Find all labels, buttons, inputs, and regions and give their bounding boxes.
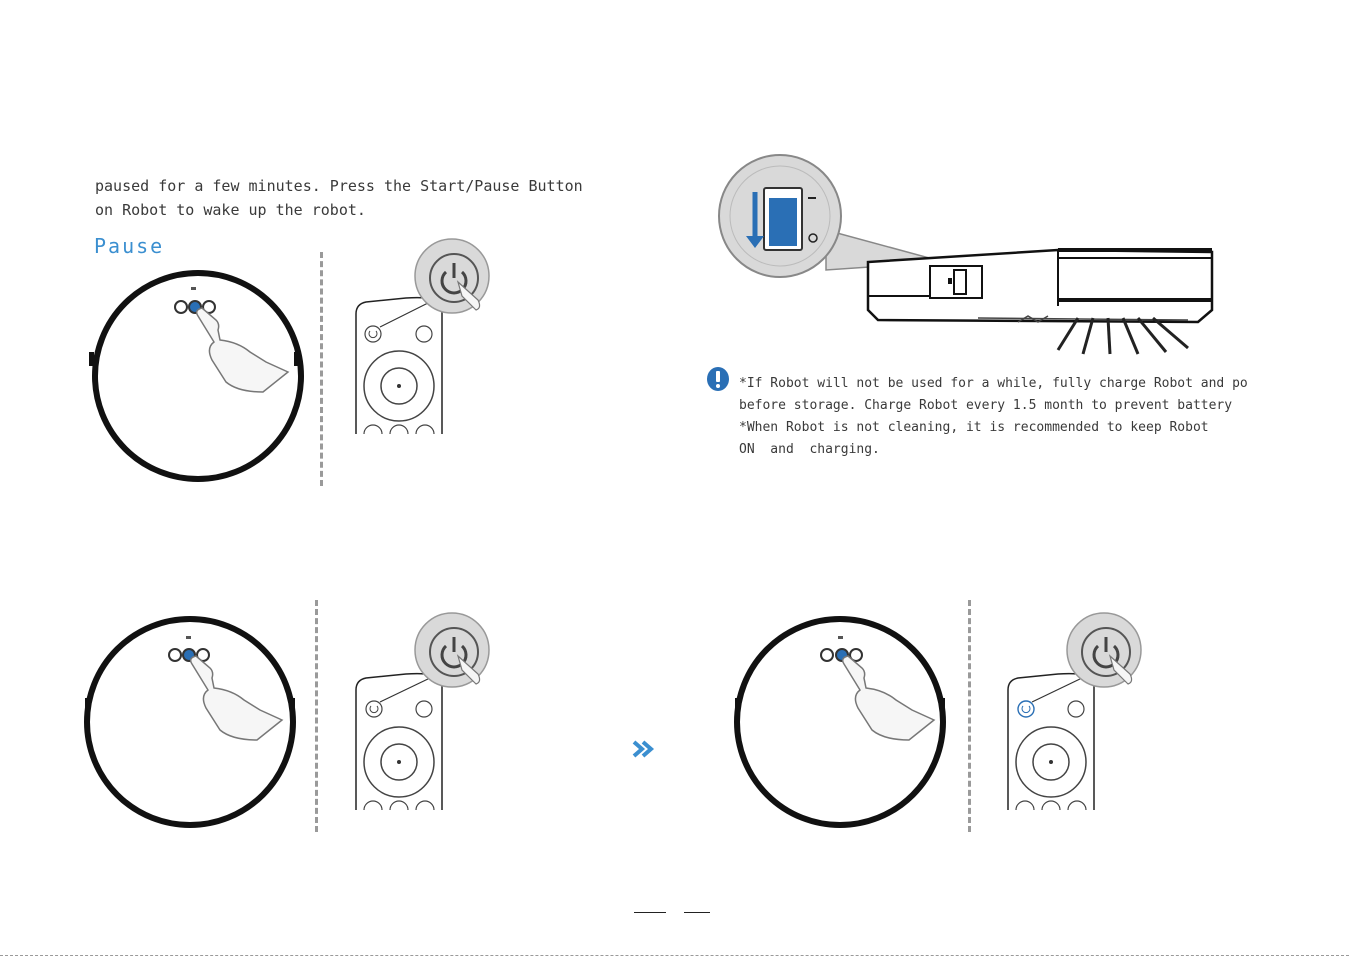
intro-line-1: paused for a few minutes. Press the Star…	[95, 177, 583, 195]
section-divider	[320, 252, 323, 486]
pause-heading: Pause	[94, 234, 165, 258]
intro-line-2: on Robot to wake up the robot.	[95, 201, 366, 219]
note-line-3: *When Robot is not cleaning, it is recom…	[739, 420, 1209, 435]
section-divider-3	[968, 600, 971, 832]
page-edge-line	[0, 955, 1349, 956]
robot-top-view-illustration-3	[734, 616, 946, 828]
robot-top-view-illustration-2	[84, 616, 296, 828]
note-line-1: *If Robot will not be used for a while, …	[739, 376, 1248, 391]
info-exclamation-icon	[707, 367, 729, 391]
remote-control-illustration-3	[1007, 612, 1142, 811]
remote-control-illustration-2	[355, 612, 490, 811]
note-line-2: before storage. Charge Robot every 1.5 m…	[739, 398, 1233, 413]
power-switch-illustration	[718, 154, 1214, 355]
double-chevron-right-icon	[632, 740, 655, 758]
robot-top-view-illustration	[89, 270, 304, 482]
page-number-rule-right	[684, 912, 710, 913]
section-divider-2	[315, 600, 318, 832]
note-line-4: ON and charging.	[739, 442, 880, 457]
page-number-rule-left	[634, 912, 666, 913]
remote-control-illustration	[355, 238, 490, 435]
